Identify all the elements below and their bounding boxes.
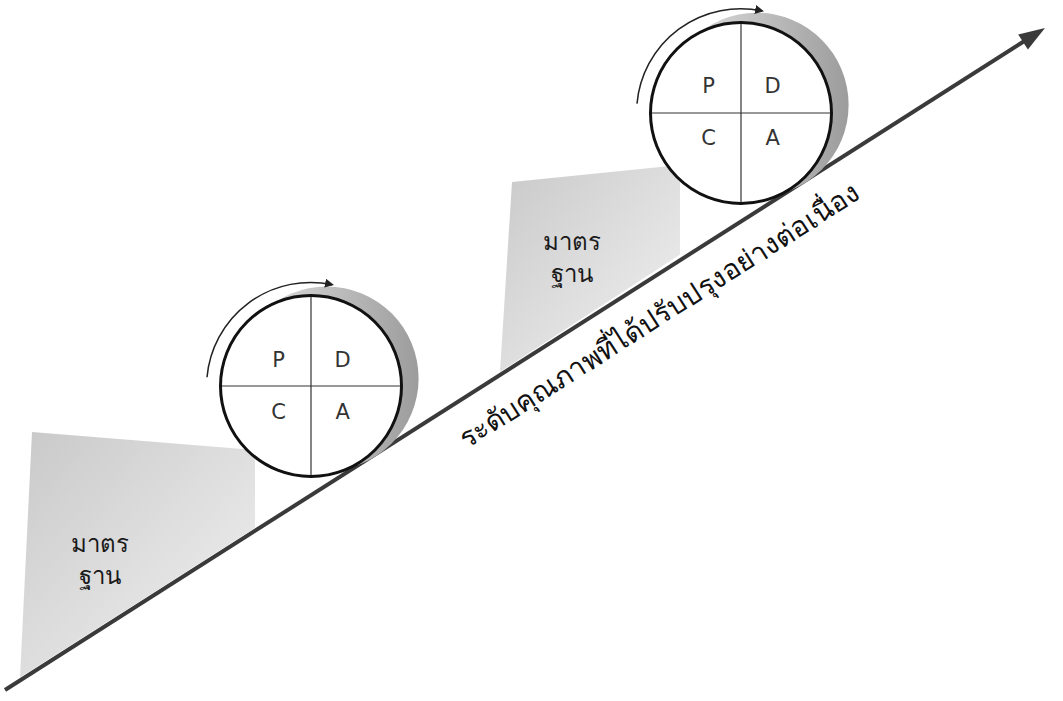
pdca-letter: C — [271, 401, 286, 424]
pdca-letter: D — [765, 75, 781, 98]
wedge-shape — [20, 432, 255, 678]
wheel-divider — [652, 112, 830, 113]
incline-arrow-head — [1018, 28, 1045, 50]
wedge-text-cell: มาตร ฐาน — [40, 520, 160, 600]
wheel-divider — [222, 386, 400, 387]
standard-label: มาตร ฐาน — [532, 226, 612, 291]
pdca-letter: P — [702, 75, 715, 98]
quadrant-cell: P — [684, 67, 734, 107]
wheel-outline — [219, 294, 403, 478]
standard-label: มาตร ฐาน — [60, 528, 140, 593]
pdca-letter: D — [335, 349, 351, 372]
pdca-letter: A — [765, 127, 779, 150]
pdca-letter: P — [272, 349, 285, 372]
quadrant-cell: A — [318, 392, 368, 432]
quadrant-cell: D — [748, 67, 798, 107]
wedge-outline — [20, 432, 255, 678]
pdca-wheel: P D C A — [219, 294, 403, 478]
pdca-wheel: P D C A — [649, 21, 833, 205]
quadrant-cell: C — [254, 392, 304, 432]
standard-wedge: มาตร ฐาน — [20, 432, 255, 678]
pdca-letter: A — [335, 401, 349, 424]
quadrant-cell: D — [318, 340, 368, 380]
pdca-letter: C — [701, 127, 716, 150]
quadrant-cell: A — [748, 119, 798, 159]
wheel-circle — [220, 296, 401, 477]
quadrant-cell: P — [254, 340, 304, 380]
wheel-outline — [649, 21, 833, 205]
wheel-circle — [650, 22, 831, 203]
quadrant-cell: C — [684, 119, 734, 159]
wedge-text-cell: มาตร ฐาน — [512, 218, 632, 298]
incline-arrow-line — [5, 41, 1024, 690]
